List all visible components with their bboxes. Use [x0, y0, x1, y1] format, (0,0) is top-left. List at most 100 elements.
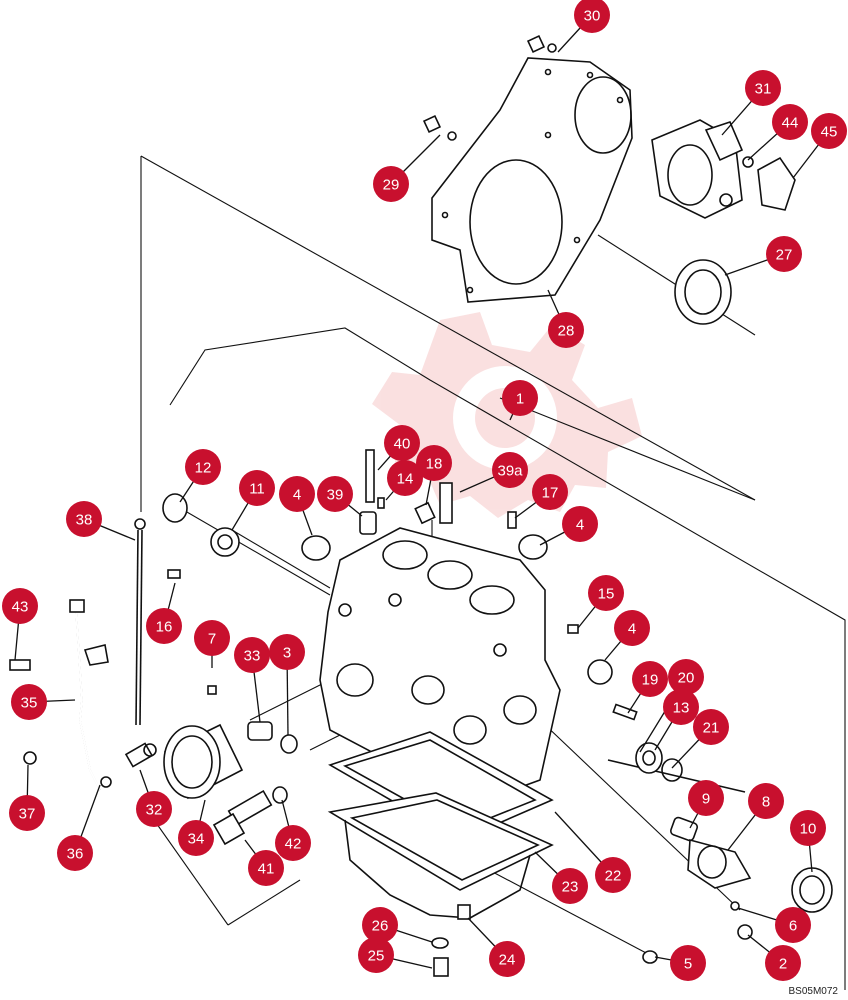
callout-label-44: 44	[782, 115, 799, 132]
callout-label-45: 45	[821, 124, 838, 141]
callout-6: 6	[775, 907, 811, 943]
callout-label-25: 25	[368, 948, 385, 965]
callout-27: 27	[766, 236, 802, 272]
cover-45	[757, 156, 796, 211]
callout-1: 1	[502, 380, 538, 416]
callout-bubble-21	[693, 709, 729, 745]
callout-bubble-10	[790, 810, 826, 846]
callout-23: 23	[552, 868, 588, 904]
callout-bubble-26	[362, 907, 398, 943]
dowel-16	[167, 569, 181, 579]
callout-label-18: 18	[426, 456, 443, 473]
callout-label-30: 30	[584, 8, 601, 25]
callout-19: 19	[632, 661, 668, 697]
callout-44: 44	[772, 104, 808, 140]
callout-25: 25	[358, 937, 394, 973]
bolt-group-29	[422, 114, 457, 141]
callout-bubble-1	[502, 380, 538, 416]
callout-bubble-24	[489, 941, 525, 977]
callout-32: 32	[136, 791, 172, 827]
clip-36	[100, 776, 112, 788]
callout-9: 9	[688, 780, 724, 816]
callout-39: 39	[317, 476, 353, 512]
pin-14	[377, 497, 385, 509]
callout-bubble-31	[745, 70, 781, 106]
callout-bubble-7	[194, 620, 230, 656]
oil-pan-23	[327, 792, 554, 919]
callout-label-41: 41	[258, 861, 275, 878]
callout-bubble-29	[373, 166, 409, 202]
callout-label-32: 32	[146, 802, 163, 819]
callout-4: 4	[279, 476, 315, 512]
callout-bubble-39a	[492, 452, 528, 488]
shaft-20	[607, 759, 746, 793]
callout-label-43: 43	[12, 599, 29, 616]
bolt-25	[433, 957, 449, 977]
callout-4: 4	[562, 506, 598, 542]
pin-19	[612, 703, 638, 721]
callout-bubble-11	[239, 470, 275, 506]
callout-label-24: 24	[499, 952, 516, 969]
callout-bubble-9	[688, 780, 724, 816]
callout-label-14: 14	[397, 471, 414, 488]
callout-label-39: 39	[327, 487, 344, 504]
callout-bubble-42	[275, 825, 311, 861]
callout-bubble-37	[9, 795, 45, 831]
bolt-43	[9, 659, 31, 671]
pin-6	[730, 901, 740, 911]
callout-16: 16	[146, 608, 182, 644]
callout-37: 37	[9, 795, 45, 831]
callout-bubble-14	[387, 460, 423, 496]
callout-bubble-27	[766, 236, 802, 272]
callout-38: 38	[66, 501, 102, 537]
callout-bubble-35	[11, 684, 47, 720]
pin-18	[414, 501, 436, 525]
callout-20: 20	[668, 659, 704, 695]
callout-bubble-19	[632, 661, 668, 697]
callout-label-11: 11	[249, 481, 265, 498]
callout-label-19: 19	[642, 672, 659, 689]
callout-42: 42	[275, 825, 311, 861]
callout-bubble-16	[146, 608, 182, 644]
plug-5	[642, 950, 658, 964]
callout-22: 22	[595, 857, 631, 893]
callout-bubble-43	[2, 588, 38, 624]
callout-36: 36	[57, 835, 93, 871]
callout-33: 33	[234, 637, 270, 673]
callout-bubble-13	[663, 689, 699, 725]
callout-39a: 39a	[492, 452, 528, 488]
callout-label-35: 35	[21, 695, 38, 712]
callout-label-27: 27	[776, 247, 793, 264]
callout-bubble-2	[765, 945, 801, 981]
washer-42	[272, 786, 288, 804]
callout-bubble-18	[416, 445, 452, 481]
circlip-21	[661, 758, 683, 782]
callout-34: 34	[178, 820, 214, 856]
callout-label-26: 26	[372, 918, 389, 935]
callout-label-3: 3	[283, 645, 291, 662]
callout-26: 26	[362, 907, 398, 943]
dipstick-38	[134, 518, 146, 726]
callout-bubble-25	[358, 937, 394, 973]
callout-label-39a: 39a	[497, 463, 523, 480]
callout-label-34: 34	[188, 831, 205, 848]
callout-bubble-23	[552, 868, 588, 904]
callout-label-33: 33	[244, 648, 261, 665]
callout-label-23: 23	[562, 879, 579, 896]
callout-label-4: 4	[293, 487, 301, 504]
callout-label-36: 36	[67, 846, 84, 863]
callout-30: 30	[574, 0, 610, 33]
callout-7: 7	[194, 620, 230, 656]
callout-bubble-30	[574, 0, 610, 33]
callout-15: 15	[588, 575, 624, 611]
callout-label-17: 17	[542, 485, 559, 502]
callout-bubble-4	[614, 610, 650, 646]
callout-label-2: 2	[779, 956, 787, 973]
callout-3: 3	[269, 634, 305, 670]
plug-4-right	[518, 534, 548, 560]
callout-label-16: 16	[156, 619, 173, 636]
callout-24: 24	[489, 941, 525, 977]
bush-39	[359, 511, 377, 535]
